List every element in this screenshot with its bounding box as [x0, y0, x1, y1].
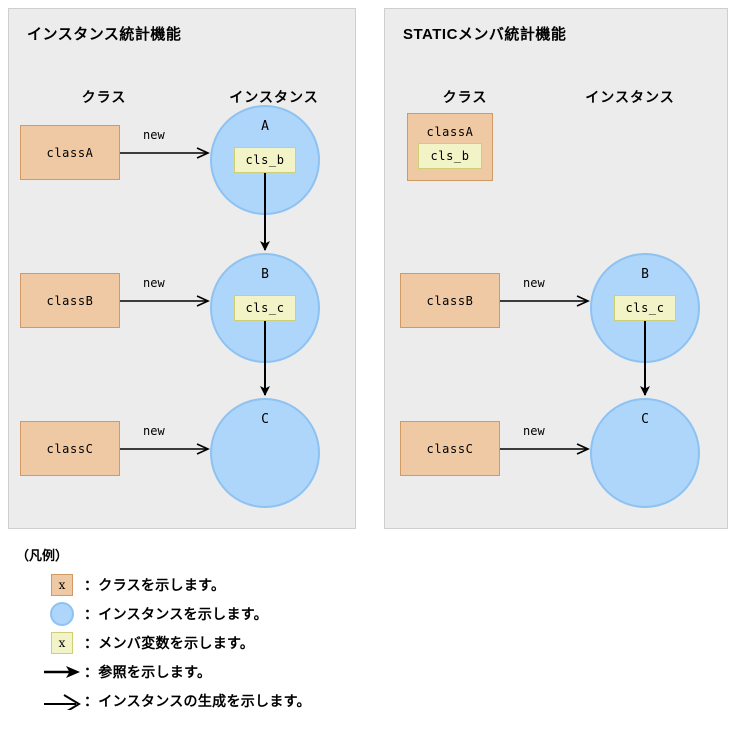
- instance-circle-b-left[interactable]: B cls_c: [210, 253, 320, 363]
- legend-swatch-member: x: [40, 631, 84, 654]
- instance-circle-label: C: [261, 412, 269, 427]
- class-box-a-left[interactable]: classA: [20, 125, 120, 180]
- legend-row-instance: ：インスタンスを示します。: [40, 599, 490, 628]
- legend-row-member: x ：メンバ変数を示します。: [40, 628, 490, 657]
- legend-label-creation: ：インスタンスの生成を示します。: [84, 692, 311, 709]
- instance-circle-b-right[interactable]: B cls_c: [590, 253, 700, 363]
- legend-swatch-instance: [40, 601, 84, 626]
- new-label-classb-left: new: [143, 276, 165, 290]
- class-label: classB: [46, 293, 94, 308]
- class-box-c-left[interactable]: classC: [20, 421, 120, 476]
- legend: （凡例） x ：クラスを示します。 ：インスタンスを示します。 x ：メンバ変数…: [10, 545, 490, 715]
- reference-arrow-icon: [44, 665, 80, 678]
- class-label: classA: [46, 145, 94, 160]
- class-box-b-right[interactable]: classB: [400, 273, 500, 328]
- column-header-instance-left: インスタンス: [229, 89, 319, 105]
- panel-title-static: STATICメンバ統計機能: [403, 26, 567, 43]
- instance-circle-swatch-icon: [50, 601, 74, 626]
- legend-label-member: ：メンバ変数を示します。: [84, 634, 255, 651]
- instance-circle-label: B: [641, 267, 649, 282]
- legend-row-creation: ：インスタンスの生成を示します。: [40, 686, 490, 715]
- new-label-classa-left: new: [143, 128, 165, 142]
- class-label: classB: [426, 293, 474, 308]
- creation-arrow-icon: [44, 693, 81, 710]
- panel-title-instance: インスタンス統計機能: [27, 26, 182, 43]
- new-label-classc-right: new: [523, 424, 545, 438]
- instance-circle-c-left[interactable]: C: [210, 398, 320, 508]
- legend-row-reference: ：参照を示します。: [40, 657, 490, 686]
- instance-circle-label: B: [261, 267, 269, 282]
- class-box-b-left[interactable]: classB: [20, 273, 120, 328]
- legend-swatch-creation: [40, 692, 84, 710]
- class-label: classA: [426, 125, 474, 139]
- class-box-c-right[interactable]: classC: [400, 421, 500, 476]
- class-label: classC: [46, 441, 94, 456]
- member-box-cls-b-left[interactable]: cls_b: [234, 147, 296, 173]
- legend-row-class: x ：クラスを示します。: [40, 570, 490, 599]
- class-box-swatch-icon: x: [51, 573, 73, 596]
- column-header-instance-right: インスタンス: [585, 89, 675, 105]
- instance-circle-label: A: [261, 119, 269, 134]
- instance-circle-a-left[interactable]: A cls_b: [210, 105, 320, 215]
- legend-label-reference: ：参照を示します。: [84, 663, 212, 680]
- instance-circle-c-right[interactable]: C: [590, 398, 700, 508]
- column-header-class-right: クラス: [442, 89, 488, 105]
- member-box-swatch-icon: x: [51, 631, 73, 654]
- column-header-class-left: クラス: [81, 89, 127, 105]
- class-label: classC: [426, 441, 474, 456]
- legend-label-instance: ：インスタンスを示します。: [84, 605, 268, 622]
- instance-circle-label: C: [641, 412, 649, 427]
- new-label-classc-left: new: [143, 424, 165, 438]
- member-box-cls-c-left[interactable]: cls_c: [234, 295, 296, 321]
- class-box-a-right[interactable]: classA cls_b: [407, 113, 493, 181]
- member-box-cls-b-right[interactable]: cls_b: [418, 143, 482, 169]
- member-box-cls-c-right[interactable]: cls_c: [614, 295, 676, 321]
- legend-title: （凡例）: [16, 548, 69, 563]
- legend-label-class: ：クラスを示します。: [84, 576, 226, 593]
- legend-swatch-class: x: [40, 573, 84, 596]
- new-label-classb-right: new: [523, 276, 545, 290]
- legend-swatch-reference: [40, 664, 84, 680]
